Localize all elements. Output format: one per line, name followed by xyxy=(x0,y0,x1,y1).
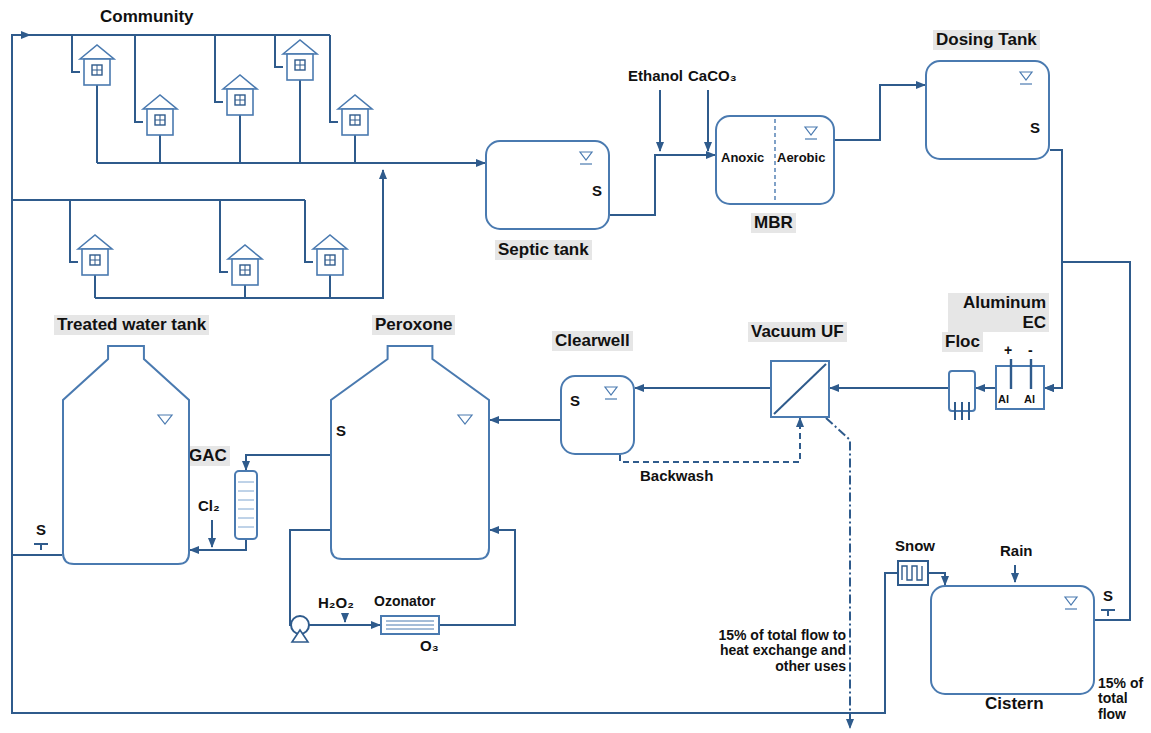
process-unit: Clearwell xyxy=(560,375,635,455)
unit-name: GAC xyxy=(186,446,230,466)
unit-detail: + xyxy=(1004,342,1012,358)
process-unit: Floc xyxy=(948,370,976,412)
process-unit: Ozonator xyxy=(380,615,440,635)
process-unit: MBRAnoxicAerobic xyxy=(715,115,835,205)
unit-name: Aluminum EC xyxy=(948,293,1049,332)
annotation: O₃ xyxy=(420,638,439,655)
process-unit: Treated water tank xyxy=(62,345,190,565)
shape-outline xyxy=(234,470,258,540)
shape-outline xyxy=(925,60,1050,160)
process-unit: Community xyxy=(30,5,383,305)
pipe-connector xyxy=(610,155,715,215)
edge-label: Backwash xyxy=(640,468,713,485)
sample-taps xyxy=(34,142,1115,616)
process-unit: Cistern xyxy=(930,585,1095,695)
annotation: S xyxy=(592,183,602,200)
annotation: Ethanol xyxy=(628,68,683,85)
shape-outline xyxy=(930,585,1095,695)
pipe-connector xyxy=(383,162,485,164)
annotation: S xyxy=(570,393,580,410)
heat-exchanger xyxy=(898,561,928,585)
unit-name: Dosing Tank xyxy=(933,30,1040,50)
pipe-connector xyxy=(835,85,925,140)
annotation: S xyxy=(36,522,46,539)
pipe-connector xyxy=(1045,150,1062,388)
unit-name: Floc xyxy=(942,332,983,352)
process-unit: GAC xyxy=(234,470,258,540)
annotation: H₂O₂ xyxy=(318,595,354,612)
unit-name: Cistern xyxy=(985,694,1044,714)
pipe-connector xyxy=(12,555,945,713)
annotation: S xyxy=(1103,588,1113,605)
annotation: Snow xyxy=(895,538,935,555)
unit-name: Peroxone xyxy=(372,315,455,335)
unit-detail: Al xyxy=(998,393,1009,406)
process-unit: Peroxone xyxy=(330,345,490,560)
unit-detail: Al xyxy=(1024,393,1035,406)
unit-name: Community xyxy=(100,7,194,27)
unit-name: Vacuum UF xyxy=(748,322,847,342)
pipe-connector xyxy=(620,418,800,462)
shape-outline xyxy=(560,375,635,455)
annotation: 15% of total flow to heat exchange and o… xyxy=(718,628,846,674)
pipe-connector xyxy=(190,540,246,550)
unit-detail: - xyxy=(1028,342,1033,358)
process-unit: Septic tank xyxy=(485,140,610,230)
annotation: 15% of total flow xyxy=(1098,676,1150,722)
process-unit: Aluminum ECAlAl+- xyxy=(995,365,1045,410)
houses xyxy=(78,40,372,285)
pipe-connector xyxy=(12,35,62,555)
annotation: S xyxy=(1030,120,1040,137)
shape-outline xyxy=(62,345,190,565)
annotation: CaCO₃ xyxy=(688,68,737,85)
shape-outline xyxy=(330,345,490,560)
unit-name: MBR xyxy=(751,213,796,233)
process-unit: Vacuum UF xyxy=(770,360,830,418)
unit-name: Treated water tank xyxy=(54,315,209,335)
pipe-connector xyxy=(635,387,770,389)
pump-symbol xyxy=(291,616,309,642)
annotation: Cl₂ xyxy=(198,498,220,515)
pipe-connector xyxy=(976,387,995,389)
community-pipes xyxy=(12,35,1015,728)
annotation: Rain xyxy=(1000,543,1033,560)
process-unit: Dosing Tank xyxy=(925,60,1050,160)
shape-outline xyxy=(948,370,976,412)
shape-outline xyxy=(380,615,440,635)
annotation: S xyxy=(336,423,346,440)
shape-outline xyxy=(770,360,830,418)
unit-name: Ozonator xyxy=(374,593,435,609)
pipe-connector xyxy=(490,419,560,421)
pipe-connector xyxy=(246,455,330,470)
pipe-connector xyxy=(1045,262,1130,620)
shape-outline xyxy=(485,140,610,230)
unit-name: Septic tank xyxy=(495,240,592,260)
unit-name: Clearwell xyxy=(552,331,633,351)
unit-detail: Anoxic xyxy=(721,151,764,166)
pipe-connector xyxy=(830,387,948,389)
unit-detail: Aerobic xyxy=(777,151,825,166)
